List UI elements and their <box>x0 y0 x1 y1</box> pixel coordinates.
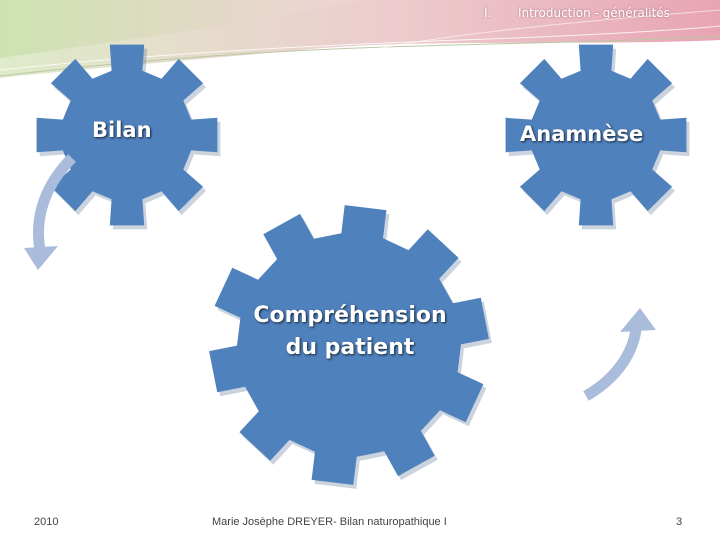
gear-bilan-shape <box>36 44 218 226</box>
gear-label-anamnese: Anamnèse <box>520 122 644 146</box>
footer-date: 2010 <box>34 516 59 528</box>
gear-label-center: Compréhension du patient <box>240 300 460 364</box>
gear-label-bilan: Bilan <box>92 118 152 142</box>
curved-arrow-right <box>583 308 656 401</box>
gear-center-shape <box>209 205 489 485</box>
gear-anamnese-shape <box>505 44 687 226</box>
section-number: I. <box>484 6 492 20</box>
section-title: Introduction - généralités <box>518 6 670 20</box>
header-band <box>0 0 720 78</box>
gear-center <box>209 205 492 489</box>
gear-anamnese <box>505 44 690 230</box>
curved-arrow-left <box>24 154 76 270</box>
gear-bilan <box>36 44 221 230</box>
gear-label-center-line1: Compréhension <box>253 303 447 328</box>
footer-author: Marie Josèphe DREYER- Bilan naturopathiq… <box>212 516 447 528</box>
gear-label-center-line2: du patient <box>285 335 415 360</box>
footer-page-number: 3 <box>676 516 683 528</box>
